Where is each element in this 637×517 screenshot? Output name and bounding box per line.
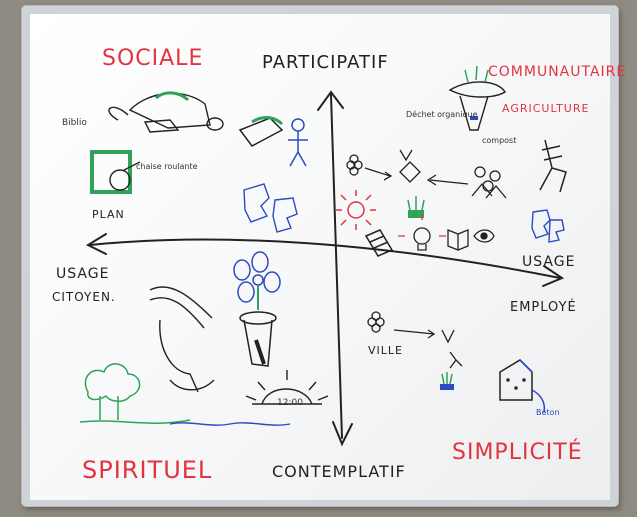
solar-panel-sketch: [364, 229, 394, 257]
label-usage-citoyen-1: USAGE: [56, 266, 110, 282]
vertical-axis: [317, 90, 353, 447]
slide-sketch: [149, 286, 213, 329]
flower-icon: [367, 311, 455, 344]
v-symbol: [399, 149, 413, 162]
lightbulb-icon: [398, 214, 446, 251]
library-sketch: [108, 91, 224, 133]
label-participatif: PARTICIPATIF: [262, 52, 389, 73]
tree-icon: [79, 363, 191, 424]
puzzle-icon: [243, 183, 298, 233]
plant-pot-icon: [407, 196, 425, 218]
hammock-sketch: [238, 116, 308, 167]
sun-icon: [245, 370, 329, 405]
whiteboard-surface: [30, 14, 610, 500]
label-sociale: SOCIALE: [102, 46, 204, 71]
sun-icon: [336, 190, 376, 230]
label-simplicite: SIMPLICITÉ: [452, 440, 583, 465]
flower-icon: [346, 154, 393, 181]
agriculture-sketch: [448, 65, 506, 131]
label-usage-citoyen-2: CITOYEN.: [52, 290, 116, 304]
chaise-roulante-sketch: [90, 150, 141, 194]
people-sketch: [399, 161, 507, 199]
label-plan: PLAN: [92, 208, 125, 221]
label-contemplatif: CONTEMPLATIF: [272, 462, 406, 481]
house-icon: [499, 359, 546, 413]
label-biblio: Biblio: [62, 118, 87, 128]
rocking-chair-sketch: [159, 319, 215, 393]
figure-sketch: [449, 351, 463, 369]
book-icon: [447, 229, 469, 251]
label-sun-time: 12:00: [277, 398, 303, 408]
label-dechet: Déchet organique: [406, 110, 478, 119]
eye-icon: [473, 229, 495, 243]
puzzle-icon: [531, 209, 565, 243]
chair-icon: [539, 139, 567, 193]
label-beton: Béton: [536, 408, 560, 417]
label-spirituel: SPIRITUEL: [82, 456, 213, 484]
label-usage-employe-2: EMPLOYÉ: [510, 300, 577, 315]
water-line: [169, 422, 291, 426]
pedestal-sketch: [239, 311, 277, 367]
label-chaise: chaise roulante: [136, 162, 198, 171]
label-usage-employe-1: USAGE: [522, 254, 576, 270]
plant-pot-icon: [440, 372, 454, 390]
label-compost: compost: [482, 136, 517, 145]
label-agriculture: AGRICULTURE: [502, 102, 590, 115]
flower-icon: [233, 251, 281, 310]
horizontal-axis: [85, 233, 565, 287]
label-communautaire: COMMUNAUTAIRE: [488, 64, 627, 80]
label-ville: VILLE: [368, 344, 403, 357]
